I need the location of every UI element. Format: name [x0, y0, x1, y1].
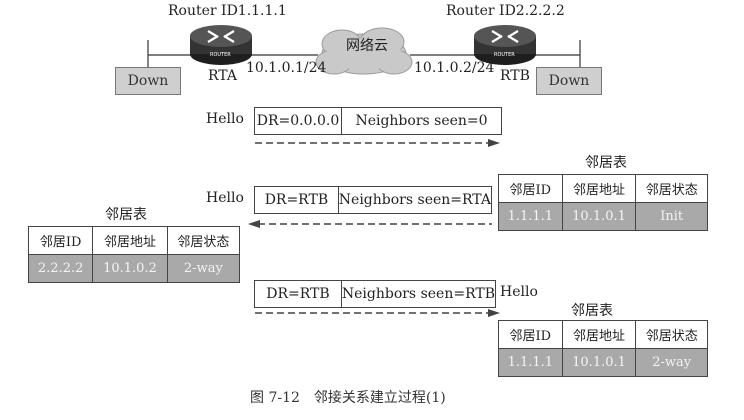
table-cell: Init	[635, 202, 708, 231]
message-3-neighbors: Neighbors seen=RTB	[341, 286, 495, 302]
table-rtb-first-title: 邻居表	[585, 155, 627, 171]
cloud-label: 网络云	[346, 38, 388, 54]
router-b-name: RTB	[500, 68, 530, 84]
table-cell: 2-way	[635, 348, 708, 377]
table-row: 1.1.1.1 10.1.0.1 Init	[498, 202, 708, 231]
neighbor-table-rtb-second: 邻居ID 邻居地址 邻居状态 1.1.1.1 10.1.0.1 2-way	[498, 320, 708, 377]
router-a-id: Router ID1.1.1.1	[168, 3, 287, 19]
router-b-ip: 10.1.0.2/24	[414, 60, 495, 76]
table-cell: 1.1.1.1	[498, 348, 563, 377]
router-icon	[474, 25, 536, 65]
router-a-ip: 10.1.0.1/24	[246, 60, 327, 76]
router-b-state: Down	[536, 67, 602, 95]
router-a: ROUTER	[188, 24, 254, 66]
table-header-cell: 邻居地址	[561, 320, 637, 349]
neighbor-table-rta: 邻居ID 邻居地址 邻居状态 2.2.2.2 10.1.0.2 2-way	[27, 226, 241, 283]
table-rtb-second-title: 邻居表	[571, 303, 613, 319]
message-1-packet: DR=0.0.0.0 Neighbors seen=0	[254, 107, 502, 135]
table-cell: 2.2.2.2	[27, 254, 94, 283]
table-cell: 10.1.0.1	[561, 348, 637, 377]
router-b-id: Router ID2.2.2.2	[446, 3, 565, 19]
table-row: 1.1.1.1 10.1.0.1 2-way	[498, 348, 708, 377]
router-b: ROUTER	[472, 24, 538, 66]
table-header-cell: 邻居ID	[498, 174, 563, 203]
router-icon	[190, 25, 252, 65]
message-1-neighbors: Neighbors seen=0	[355, 113, 488, 129]
table-header-cell: 邻居状态	[635, 174, 708, 203]
message-2-label: Hello	[206, 190, 244, 206]
message-3-packet: DR=RTB Neighbors seen=RTB	[254, 280, 496, 308]
table-cell: 2-way	[166, 254, 241, 283]
router-a-name: RTA	[208, 68, 237, 84]
router-a-state: Down	[115, 67, 181, 95]
message-2-dr: DR=RTB	[255, 187, 339, 213]
table-header-cell: 邻居状态	[635, 320, 708, 349]
neighbor-table-rtb-first: 邻居ID 邻居地址 邻居状态 1.1.1.1 10.1.0.1 Init	[498, 174, 708, 231]
router-b-icon-text: ROUTER	[494, 52, 515, 58]
table-cell: 10.1.0.1	[561, 202, 637, 231]
router-a-icon-text: ROUTER	[210, 52, 231, 58]
message-3-dr: DR=RTB	[255, 281, 342, 307]
table-header-cell: 邻居ID	[498, 320, 563, 349]
table-row: 2.2.2.2 10.1.0.2 2-way	[27, 254, 241, 283]
table-header-cell: 邻居地址	[92, 226, 168, 255]
table-rta-title: 邻居表	[105, 207, 147, 223]
table-header-cell: 邻居ID	[27, 226, 94, 255]
message-2-packet: DR=RTB Neighbors seen=RTA	[254, 186, 492, 214]
message-3-label: Hello	[500, 284, 538, 300]
message-2-neighbors: Neighbors seen=RTA	[338, 192, 491, 208]
figure-caption: 图 7-12 邻接关系建立过程(1)	[250, 390, 446, 406]
table-cell: 10.1.0.2	[92, 254, 168, 283]
message-1-dr: DR=0.0.0.0	[255, 108, 342, 134]
table-header-cell: 邻居地址	[561, 174, 637, 203]
table-cell: 1.1.1.1	[498, 202, 563, 231]
message-1-label: Hello	[206, 111, 244, 127]
table-header-cell: 邻居状态	[166, 226, 241, 255]
network-cloud-icon	[315, 27, 413, 75]
